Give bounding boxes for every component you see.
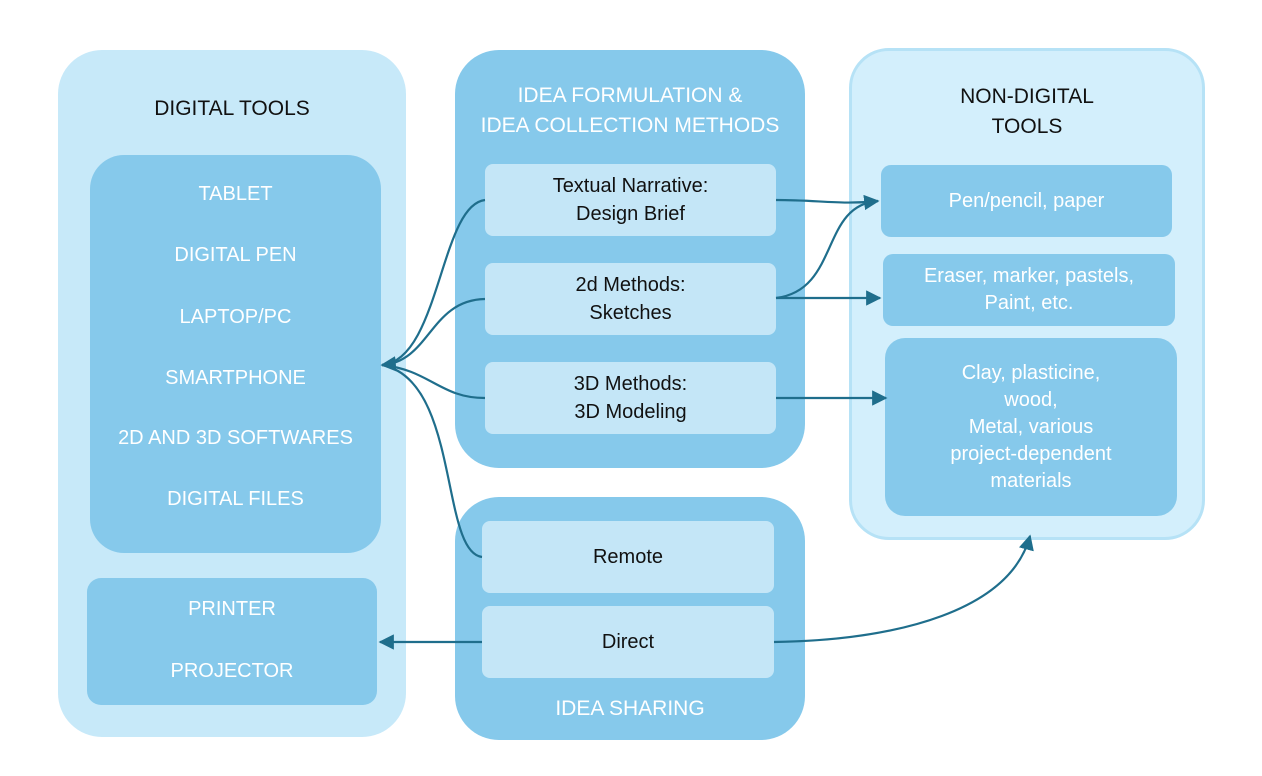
- digital-devices-box: TABLET DIGITAL PEN LAPTOP/PC SMARTPHONE …: [90, 155, 381, 553]
- digital-tools-title: DIGITAL TOOLS: [154, 97, 310, 120]
- device-2d-3d-softwares: 2D AND 3D SOFTWARES: [118, 427, 353, 449]
- arrow-3d-to-digital: [381, 363, 486, 400]
- non-digital-materials: Clay, plasticine, wood, Metal, various p…: [885, 338, 1177, 516]
- non-digital-tools-title: NON-DIGITAL TOOLS: [960, 85, 1094, 138]
- non-digital-pen-pencil-paper: Pen/pencil, paper: [881, 165, 1172, 237]
- sharing-direct: Direct: [482, 606, 774, 678]
- method-textual-narrative: Textual Narrative: Design Brief: [485, 164, 776, 236]
- method-2d-sketches: 2d Methods: Sketches: [485, 263, 776, 335]
- device-printer: PRINTER: [188, 598, 276, 620]
- arrow-direct-to-materials: [773, 534, 1034, 644]
- non-digital-eraser-marker: Eraser, marker, pastels, Paint, etc.: [883, 254, 1175, 326]
- output-devices-box: PRINTER PROJECTOR: [87, 578, 377, 705]
- arrow-narrative-to-digital: [380, 198, 486, 372]
- device-digital-files: DIGITAL FILES: [167, 488, 304, 510]
- device-digital-pen: DIGITAL PEN: [174, 244, 297, 266]
- device-projector: PROJECTOR: [170, 660, 294, 682]
- device-smartphone: SMARTPHONE: [165, 367, 306, 389]
- arrow-sketches-to-pen: [775, 199, 879, 300]
- device-tablet: TABLET: [198, 183, 273, 205]
- arrow-sketches-to-digital: [381, 297, 486, 367]
- idea-formulation-title: IDEA FORMULATION & IDEA COLLECTION METHO…: [480, 84, 780, 137]
- arrow-remote-to-digital: [381, 363, 483, 559]
- sharing-remote: Remote: [482, 521, 774, 593]
- device-laptop-pc: LAPTOP/PC: [179, 306, 292, 328]
- method-3d-modeling: 3D Methods: 3D Modeling: [485, 362, 776, 434]
- idea-sharing-title: IDEA SHARING: [555, 697, 705, 720]
- arrow-narrative-to-pen: [775, 194, 880, 211]
